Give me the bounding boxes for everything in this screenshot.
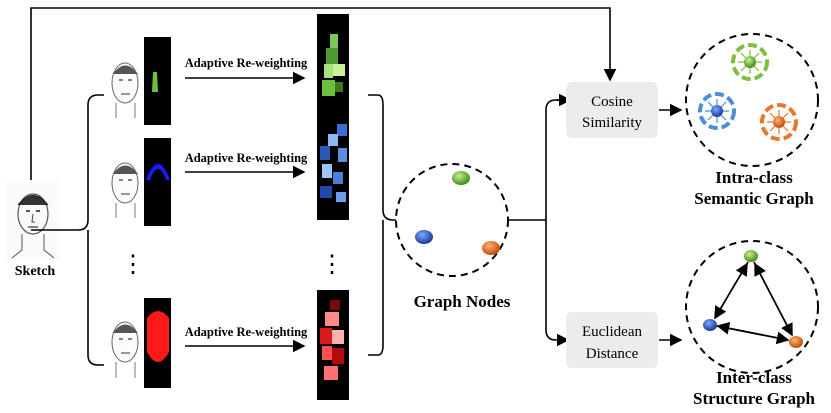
cosine-similarity-line1: Cosine bbox=[591, 94, 633, 110]
graph-nodes-circle bbox=[395, 163, 509, 277]
branch-1-step-label: Adaptive Re-weighting bbox=[185, 56, 308, 70]
branch-1-sketch-image bbox=[111, 62, 139, 118]
branch-3-sketch-image bbox=[111, 321, 139, 378]
intra-class-label-line2: Semantic Graph bbox=[694, 189, 814, 208]
inter-orange-node bbox=[789, 336, 803, 348]
branch-ellipsis-right: ⋮ bbox=[320, 252, 344, 278]
inter-class-graph bbox=[685, 240, 819, 374]
branch-3-mask-region bbox=[147, 311, 169, 362]
branch-2-mask-region bbox=[146, 164, 170, 180]
sketch-label: Sketch bbox=[15, 264, 56, 279]
branch-1: Adaptive Re-weighting bbox=[111, 14, 349, 125]
cosine-similarity-box bbox=[566, 82, 658, 138]
branch-3-weighted-map bbox=[317, 290, 349, 400]
green-node bbox=[452, 171, 470, 185]
euclidean-distance-line1: Euclidean bbox=[582, 324, 642, 340]
cosine-similarity-line2: Similarity bbox=[582, 115, 643, 131]
orange-cluster bbox=[760, 103, 798, 141]
branch-1-mask-region bbox=[152, 72, 158, 92]
orange-node bbox=[482, 241, 500, 255]
branch-2-mask-image bbox=[144, 138, 171, 226]
intra-class-graph bbox=[685, 33, 819, 167]
branch-3: Adaptive Re-weighting bbox=[111, 290, 349, 400]
green-cluster bbox=[731, 43, 769, 81]
branch-1-weighted-map bbox=[317, 14, 349, 122]
inter-class-label-line1: Inter-class bbox=[716, 368, 792, 387]
left-bracket bbox=[31, 94, 104, 366]
branch-2-sketch-image bbox=[111, 162, 139, 218]
branch-2: Adaptive Re-weighting bbox=[111, 120, 349, 226]
right-bracket bbox=[368, 94, 396, 356]
intra-class-label-line1: Intra-class bbox=[715, 168, 793, 187]
inter-green-node bbox=[744, 250, 758, 262]
branch-1-mask-image bbox=[144, 37, 171, 125]
blue-cluster bbox=[698, 92, 736, 130]
branch-ellipsis-left: ⋮ bbox=[121, 252, 145, 278]
euclidean-distance-line2: Distance bbox=[586, 346, 639, 362]
euclidean-distance-box bbox=[566, 312, 658, 368]
branch-3-step-label: Adaptive Re-weighting bbox=[185, 325, 308, 339]
inter-class-label-line2: Structure Graph bbox=[693, 389, 816, 408]
top-connector-line bbox=[30, 7, 617, 180]
blue-node bbox=[415, 230, 433, 244]
inter-blue-node bbox=[703, 319, 717, 331]
split-connector bbox=[508, 99, 568, 340]
branch-2-weighted-map bbox=[317, 120, 349, 220]
branch-2-step-label: Adaptive Re-weighting bbox=[185, 151, 308, 165]
graph-nodes-label: Graph Nodes bbox=[414, 292, 511, 311]
sketch-face-image bbox=[6, 182, 60, 260]
